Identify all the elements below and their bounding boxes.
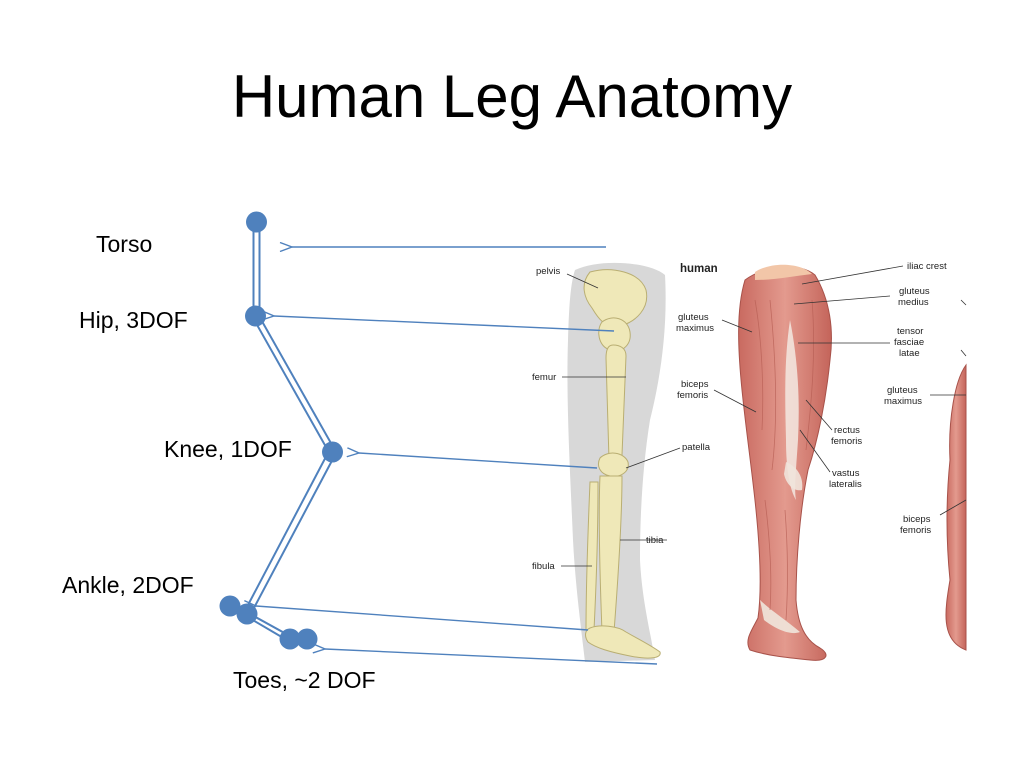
ankle-tendon [760, 600, 800, 634]
page-title: Human Leg Anatomy [231, 63, 793, 130]
svg-text:femoris: femoris [677, 390, 708, 401]
partial-leg-right [945, 363, 967, 651]
hip-joint-bone [598, 317, 631, 352]
tendon-band [785, 320, 799, 500]
svg-text:biceps: biceps [681, 379, 709, 390]
svg-text:biceps: biceps [903, 514, 931, 525]
toe-joint-1 [279, 628, 301, 650]
knee-tendon [784, 462, 803, 491]
svg-text:maximus: maximus [676, 323, 714, 334]
svg-text:rectus: rectus [834, 425, 860, 436]
svg-text:lateralis: lateralis [829, 479, 862, 490]
muscle-label-tensor-fasciae-latae: tensor fasciae latae [894, 326, 924, 359]
ankle-joint-2 [236, 603, 258, 625]
muscle-label-iliac-crest: iliac crest [907, 261, 947, 272]
muscle-label-gluteus-medius: gluteus medius [898, 286, 930, 308]
toes-arrow [325, 649, 658, 665]
anatomy-figure: human pelvis femur patella tibia fibula [532, 261, 967, 662]
iliac-crest-highlight [755, 264, 812, 280]
svg-text:gluteus: gluteus [887, 385, 918, 396]
svg-text:tensor: tensor [897, 326, 923, 337]
hip-arrow [274, 316, 615, 332]
svg-text:femoris: femoris [831, 436, 862, 447]
svg-text:vastus: vastus [832, 468, 860, 479]
svg-text:gluteus: gluteus [678, 312, 709, 323]
svg-text:iliac crest: iliac crest [907, 261, 947, 272]
svg-text:latae: latae [899, 348, 920, 359]
knee-label: Knee, 1DOF [164, 436, 292, 462]
svg-text:fasciae: fasciae [894, 337, 924, 348]
figure-heading: human [680, 263, 718, 275]
tibia-label: tibia [646, 535, 664, 546]
muscle-leg-body [738, 266, 832, 661]
toe-joint-2 [296, 628, 318, 650]
foot-bones [585, 625, 661, 659]
skeleton [583, 269, 661, 659]
muscle-label-gluteus-maximus-2: gluteus maximus [884, 385, 922, 407]
ankle-arrow [256, 606, 589, 631]
kinematic-chain [228, 222, 337, 644]
ankle-joint-1 [219, 595, 241, 617]
svg-text:femoris: femoris [900, 525, 931, 536]
muscle-label-biceps-femoris-1: biceps femoris [677, 379, 709, 401]
svg-text:medius: medius [898, 297, 929, 308]
muscle-label-gluteus-maximus-1: gluteus maximus [676, 312, 714, 334]
ankle-label: Ankle, 2DOF [62, 572, 194, 598]
muscle-label-biceps-femoris-2: biceps femoris [900, 514, 931, 536]
knee-joint [322, 441, 343, 463]
hip-joint [245, 305, 266, 327]
patella-bone [597, 452, 629, 477]
pelvis-label: pelvis [536, 266, 561, 277]
torso-joint [246, 211, 267, 233]
muscle-label-vastus-lateralis: vastus lateralis [829, 468, 862, 490]
muscle-leg [738, 264, 832, 661]
torso-label: Torso [96, 231, 153, 257]
knee-arrow [359, 453, 598, 469]
fibula-label: fibula [532, 561, 555, 572]
hip-label: Hip, 3DOF [79, 307, 188, 333]
femur-label: femur [532, 372, 556, 383]
svg-text:maximus: maximus [884, 396, 922, 407]
svg-text:gluteus: gluteus [899, 286, 930, 297]
patella-label: patella [682, 442, 711, 453]
toes-label: Toes, ~2 DOF [233, 667, 376, 693]
muscle-label-rectus-femoris: rectus femoris [831, 425, 862, 447]
